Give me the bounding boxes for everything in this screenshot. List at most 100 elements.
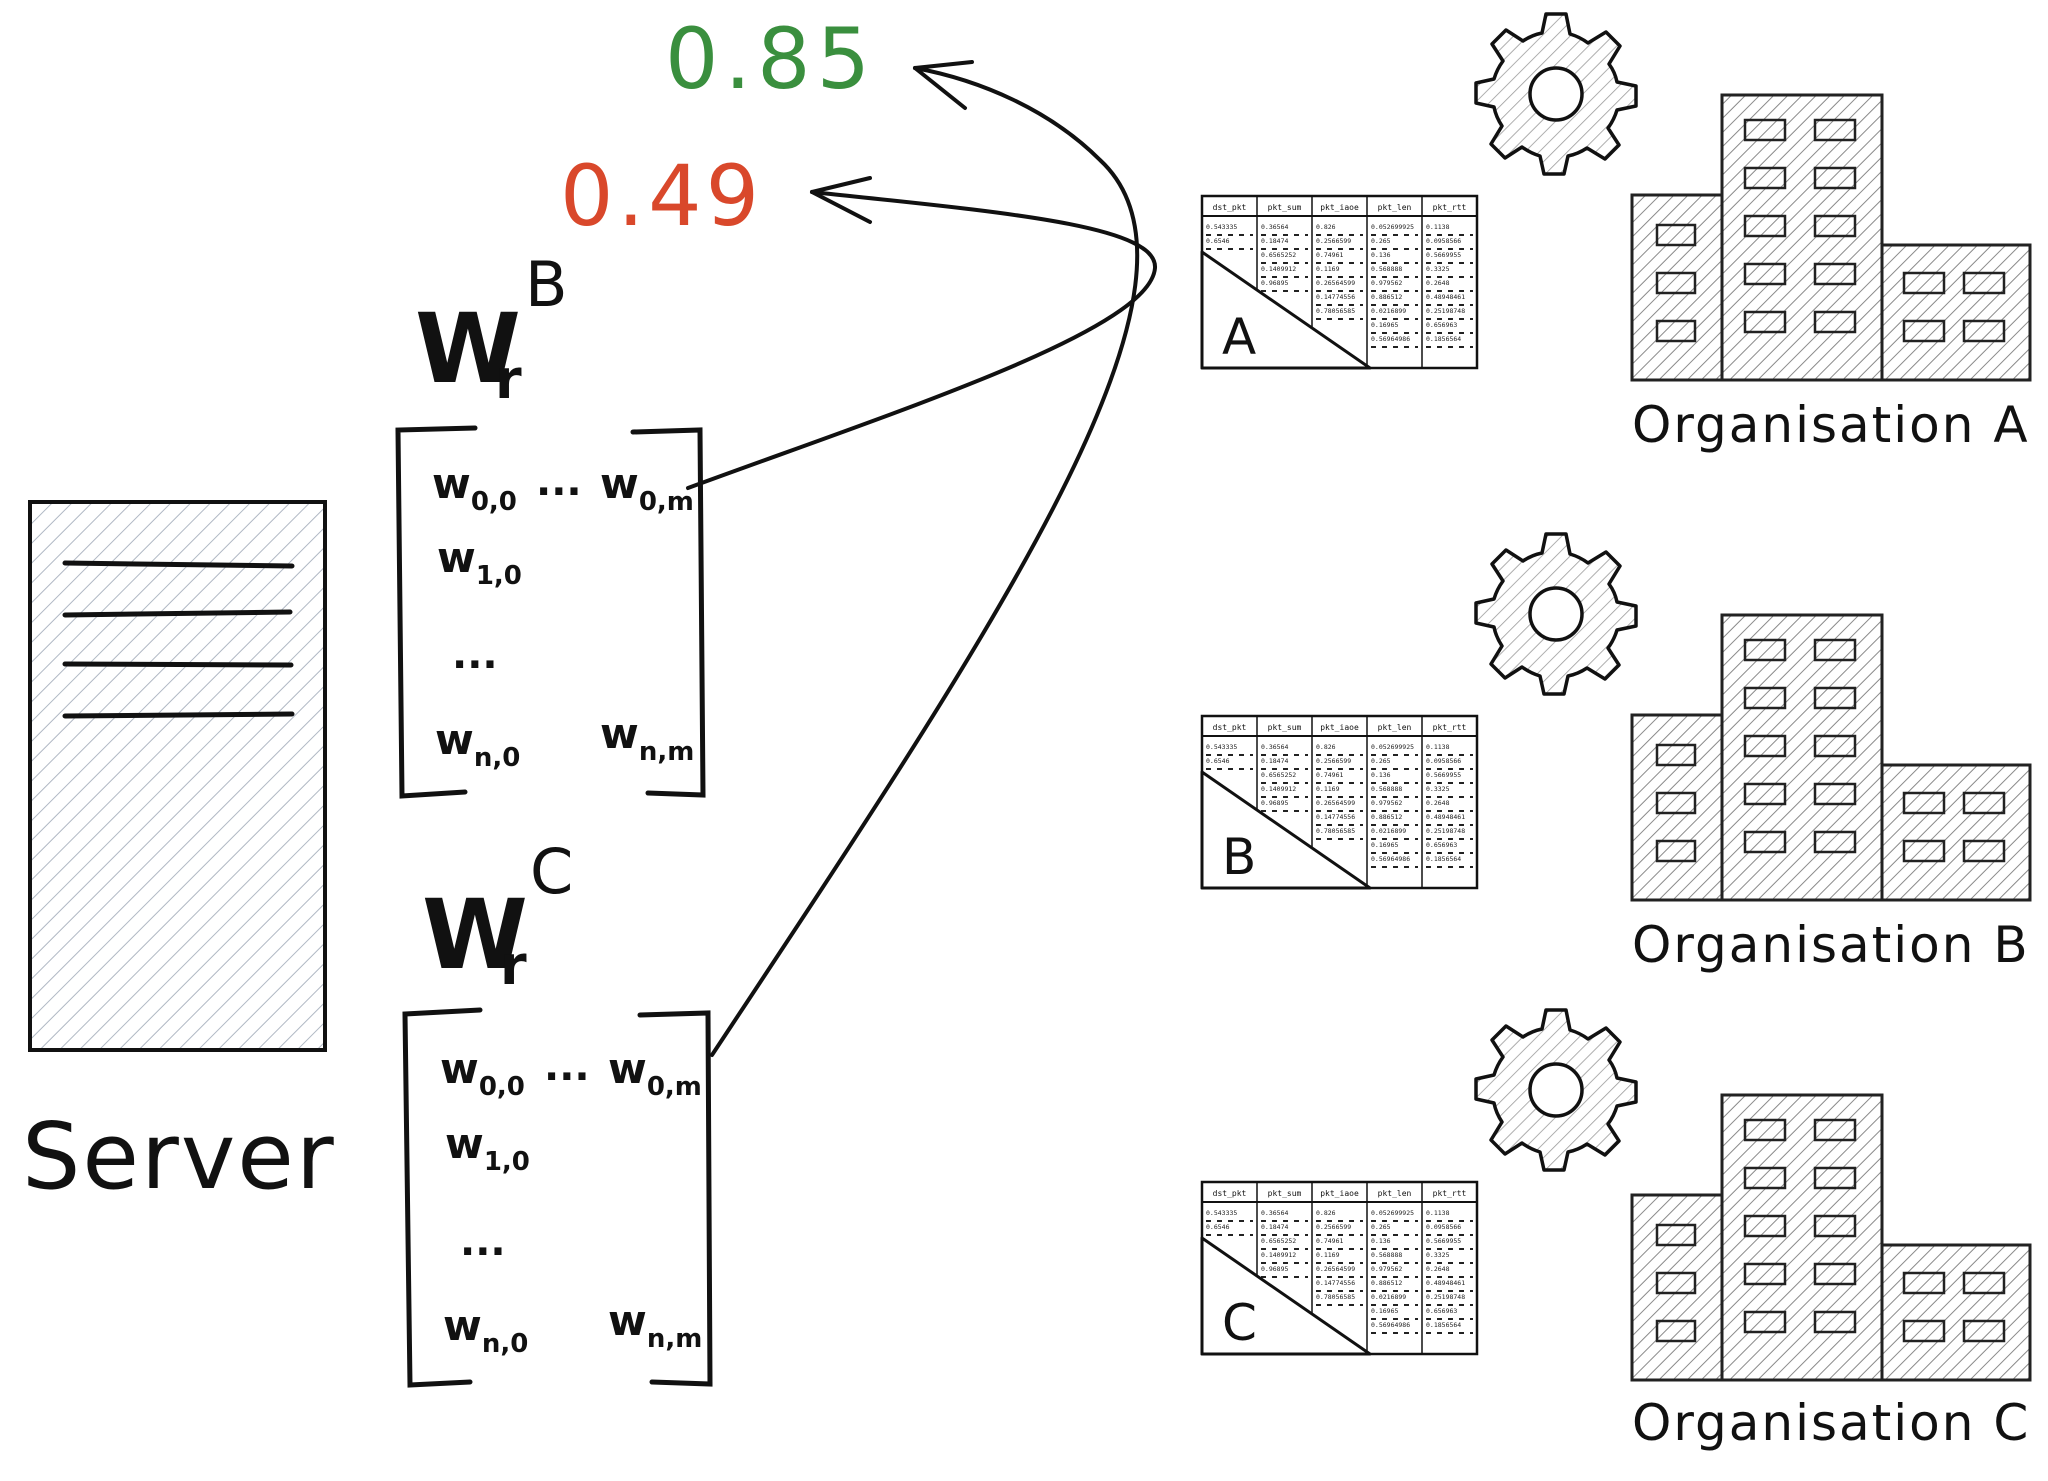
building-icon bbox=[1630, 1093, 2032, 1382]
matrix-c-cell-n0: wn,0 bbox=[443, 1301, 528, 1359]
table-cell: 0.16965 bbox=[1371, 321, 1398, 329]
table-column-header: pkt_sum bbox=[1268, 203, 1302, 212]
table-cell: 0.979562 bbox=[1371, 1265, 1402, 1273]
matrix-b-bracket-right bbox=[630, 427, 706, 798]
matrix-c-superscript: C bbox=[530, 835, 573, 908]
matrix-b-bracket-left bbox=[395, 425, 478, 799]
table-cell: 0.052699925 bbox=[1371, 1209, 1414, 1217]
matrix-c-cell-10: w1,0 bbox=[445, 1119, 530, 1177]
table-cell: 0.265 bbox=[1371, 757, 1391, 765]
table-cell: 0.0216899 bbox=[1371, 307, 1406, 315]
table-cell: 0.2566599 bbox=[1316, 757, 1351, 765]
table-cell: 0.826 bbox=[1316, 1209, 1336, 1217]
table-column-header: dst_pkt bbox=[1213, 203, 1247, 212]
server-icon bbox=[28, 500, 327, 1052]
matrix-c-cell-00: w0,0 bbox=[440, 1044, 525, 1102]
table-cell: 0.25198748 bbox=[1426, 307, 1465, 315]
matrix-c: W r C w0,0 ... w0,m w1,0 ... wn,0 wn,m bbox=[402, 835, 713, 1388]
table-cell: 0.568888 bbox=[1371, 265, 1402, 273]
table-cell: 0.5669955 bbox=[1426, 251, 1461, 259]
table-cell: 0.826 bbox=[1316, 743, 1336, 751]
gear-icon bbox=[1474, 12, 1638, 176]
table-cell: 0.96895 bbox=[1261, 279, 1288, 287]
table-cell: 0.36564 bbox=[1261, 223, 1288, 231]
table-cell: 0.18474 bbox=[1261, 757, 1288, 765]
table-cell: 0.78056585 bbox=[1316, 307, 1355, 315]
table-column-header: pkt_rtt bbox=[1433, 723, 1467, 732]
table-column-header: pkt_rtt bbox=[1433, 203, 1467, 212]
matrix-b-top-dots: ... bbox=[536, 459, 582, 505]
table-column-header: pkt_sum bbox=[1268, 1189, 1302, 1198]
table-cell: 0.1409912 bbox=[1261, 785, 1296, 793]
table-cell: 0.56964986 bbox=[1371, 335, 1410, 343]
table-cell: 0.1856564 bbox=[1426, 1321, 1461, 1329]
table-cell: 0.48948461 bbox=[1426, 813, 1465, 821]
matrix-b-cell-nm: wn,m bbox=[600, 709, 694, 767]
organisation-a-label: Organisation A bbox=[1632, 396, 2030, 454]
table-column-header: pkt_len bbox=[1378, 1189, 1412, 1198]
organisation-b-label: Organisation B bbox=[1632, 916, 2030, 974]
table-cell: 0.6546 bbox=[1206, 1223, 1230, 1231]
matrix-c-bracket-right bbox=[637, 1010, 713, 1387]
table-cell: 0.656963 bbox=[1426, 321, 1457, 329]
table-column-header: dst_pkt bbox=[1213, 723, 1247, 732]
matrix-c-mid-dots: ... bbox=[460, 1219, 506, 1265]
matrix-b-cell-n0: wn,0 bbox=[435, 715, 520, 773]
matrix-c-subscript: r bbox=[500, 934, 527, 997]
table-column-header: pkt_rtt bbox=[1433, 1189, 1467, 1198]
table-cell: 0.2566599 bbox=[1316, 1223, 1351, 1231]
table-cell: 0.6546 bbox=[1206, 237, 1230, 245]
table-cell: 0.2648 bbox=[1426, 279, 1450, 287]
table-cell: 0.979562 bbox=[1371, 799, 1402, 807]
table-cell: 0.265 bbox=[1371, 237, 1391, 245]
table-cell: 0.1169 bbox=[1316, 1251, 1340, 1259]
table-cell: 0.3325 bbox=[1426, 785, 1450, 793]
table-cell: 0.6565252 bbox=[1261, 1237, 1296, 1245]
building-icon bbox=[1630, 613, 2032, 902]
table-cell: 0.0958566 bbox=[1426, 1223, 1461, 1231]
table-column-header: pkt_len bbox=[1378, 203, 1412, 212]
dataset-partition-triangle bbox=[1200, 770, 1372, 890]
table-cell: 0.74961 bbox=[1316, 771, 1343, 779]
table-cell: 0.16965 bbox=[1371, 841, 1398, 849]
table-column-header: pkt_iaoe bbox=[1320, 723, 1359, 732]
matrix-c-cell-0m: w0,m bbox=[608, 1044, 702, 1102]
table-cell: 0.0216899 bbox=[1371, 1293, 1406, 1301]
table-cell: 0.26564599 bbox=[1316, 799, 1355, 807]
table-column-header: pkt_sum bbox=[1268, 723, 1302, 732]
table-cell: 0.052699925 bbox=[1371, 743, 1414, 751]
dataset-partition-triangle bbox=[1200, 1236, 1372, 1356]
table-cell: 0.886512 bbox=[1371, 293, 1402, 301]
gear-icon bbox=[1474, 1008, 1638, 1172]
server-label: Server bbox=[22, 1103, 336, 1210]
table-cell: 0.543335 bbox=[1206, 223, 1237, 231]
dataset-partition-triangle bbox=[1200, 250, 1372, 370]
organisation-c-label: Organisation C bbox=[1632, 1394, 2030, 1452]
dataset-label: B bbox=[1222, 828, 1256, 886]
gear-icon bbox=[1474, 532, 1638, 696]
matrix-b-subscript: r bbox=[495, 348, 522, 411]
table-cell: 0.136 bbox=[1371, 1237, 1391, 1245]
table-cell: 0.1169 bbox=[1316, 265, 1340, 273]
table-cell: 0.1138 bbox=[1426, 223, 1450, 231]
table-cell: 0.886512 bbox=[1371, 1279, 1402, 1287]
table-cell: 0.5669955 bbox=[1426, 1237, 1461, 1245]
table-cell: 0.14774556 bbox=[1316, 293, 1355, 301]
table-cell: 0.6565252 bbox=[1261, 251, 1296, 259]
matrix-c-symbol: W bbox=[422, 879, 528, 991]
table-cell: 0.052699925 bbox=[1371, 223, 1414, 231]
table-cell: 0.14774556 bbox=[1316, 1279, 1355, 1287]
table-cell: 0.0958566 bbox=[1426, 237, 1461, 245]
score-low: 0.49 bbox=[560, 147, 763, 245]
table-cell: 0.48948461 bbox=[1426, 1279, 1465, 1287]
table-cell: 0.136 bbox=[1371, 771, 1391, 779]
table-cell: 0.36564 bbox=[1261, 1209, 1288, 1217]
table-cell: 0.0958566 bbox=[1426, 757, 1461, 765]
table-cell: 0.1856564 bbox=[1426, 855, 1461, 863]
table-cell: 0.1409912 bbox=[1261, 1251, 1296, 1259]
table-cell: 0.25198748 bbox=[1426, 827, 1465, 835]
table-cell: 0.96895 bbox=[1261, 1265, 1288, 1273]
